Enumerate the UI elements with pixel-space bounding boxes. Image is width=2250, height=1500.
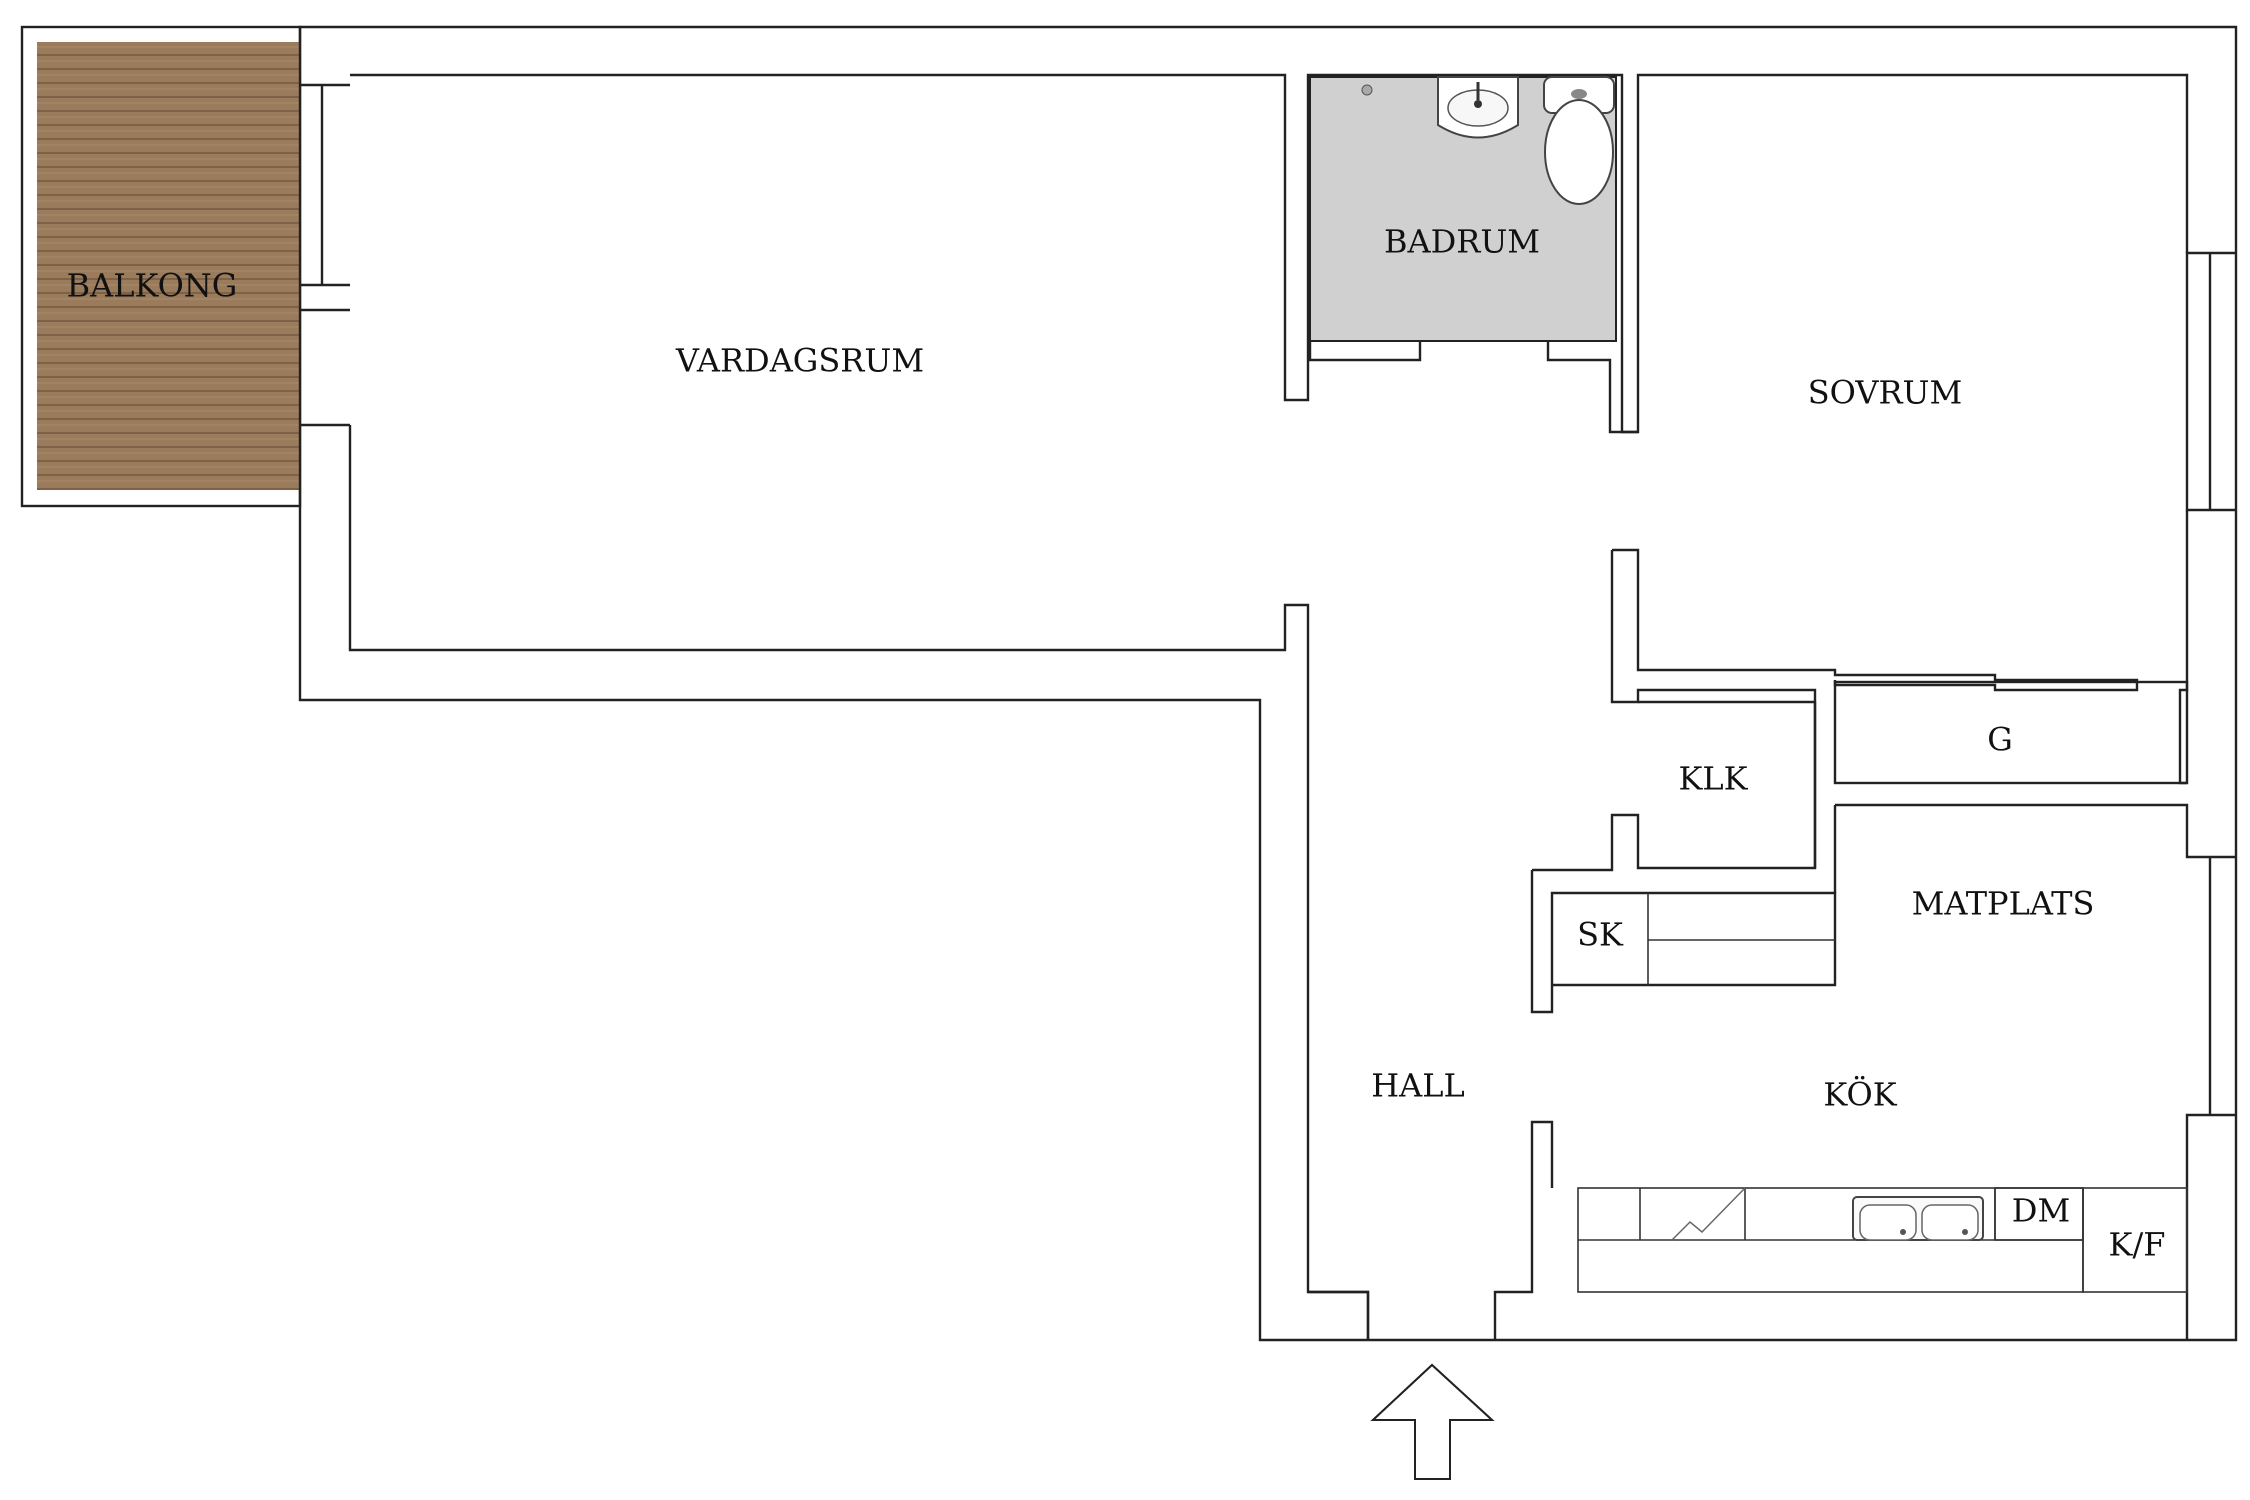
closet-g: [1833, 680, 2189, 785]
room-label-hall: HALL: [1371, 1067, 1465, 1105]
room-label-kf: K/F: [2109, 1226, 2166, 1264]
room-label-vardagsrum: VARDAGSRUM: [675, 342, 924, 380]
room-label-kok: KÖK: [1823, 1076, 1897, 1114]
living-room-inner-wall: [350, 73, 2189, 434]
bedroom-window: [2185, 251, 2236, 512]
balcony: [20, 25, 302, 508]
room-label-balkong: BALKONG: [67, 267, 238, 305]
toilet-icon: [1543, 76, 1615, 205]
kf-box: [2082, 1187, 2188, 1293]
room-label-g: G: [1987, 721, 2013, 759]
room-label-klk: KLK: [1678, 760, 1748, 798]
sink-icon: [1437, 76, 1519, 139]
room-label-dm: DM: [2012, 1192, 2070, 1230]
sk-cabinet: [1530, 870, 1837, 1014]
kitchen-wall: [1833, 803, 2236, 1340]
room-label-sovrum: SOVRUM: [1808, 374, 1963, 412]
bathroom: [1308, 76, 1638, 434]
room-label-badrum: BADRUM: [1384, 223, 1540, 261]
room-label-sk: SK: [1577, 916, 1624, 954]
room-label-matplats: MATPLATS: [1912, 885, 2095, 923]
balcony-door-frame: [300, 83, 350, 427]
wood-deck-hatching-icon: [37, 42, 299, 490]
kitchen-sink-icon: [1852, 1196, 1984, 1241]
stove-icon: [1671, 1187, 1746, 1241]
klk-closet: [1638, 700, 1817, 868]
living-room-lower-wall: [348, 425, 1370, 1340]
kitchen-counter: [1577, 1187, 2188, 1293]
outer-wall: [298, 25, 2238, 1342]
hall-entry-wall: [1308, 1120, 1554, 1340]
tap-icon: [1361, 84, 1373, 96]
